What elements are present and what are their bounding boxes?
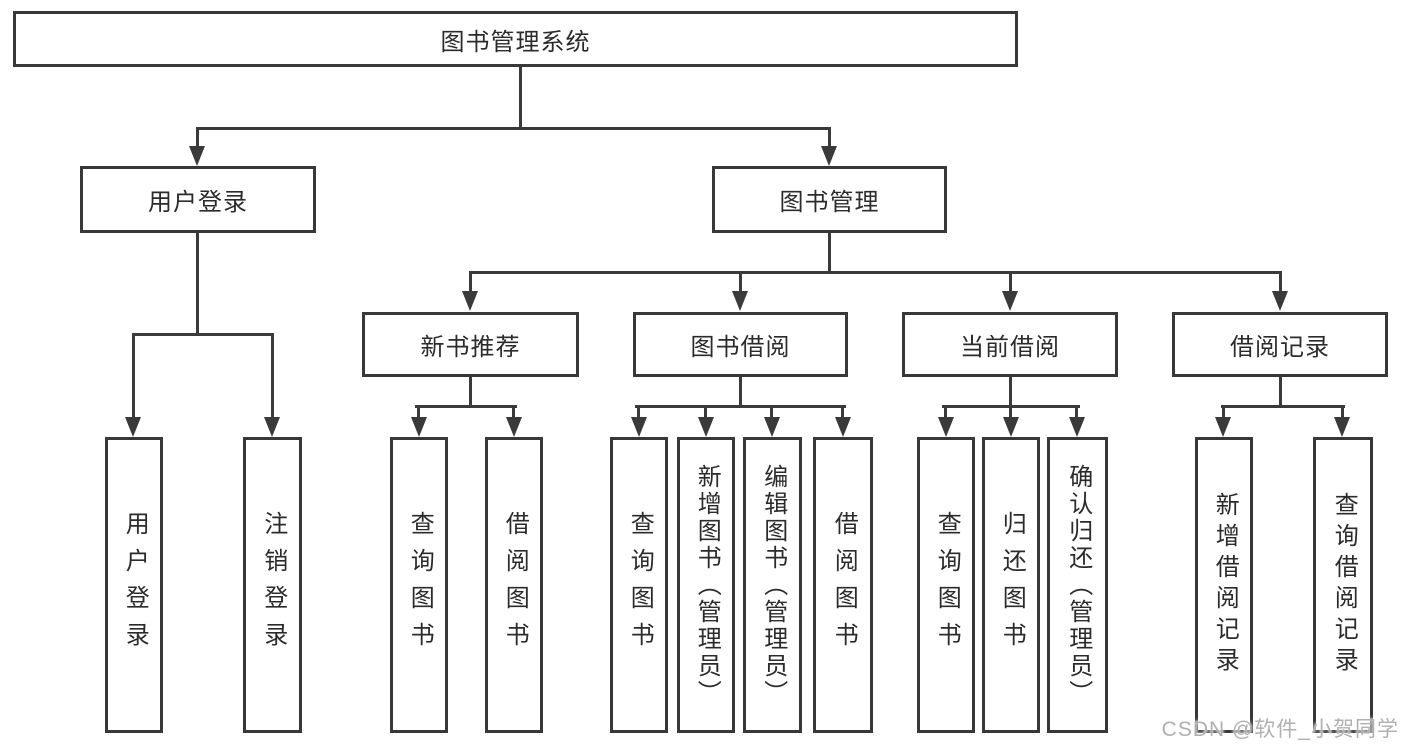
leaf-borrow-books-recommend: 借阅图书: [485, 437, 543, 733]
arrowhead: [938, 417, 954, 437]
leaf-confirm-return-admin: 确认归还（管理员）: [1047, 437, 1108, 733]
leaf-add-book-admin: 新增图书（管理员）: [677, 437, 735, 733]
line: [196, 127, 831, 130]
line: [1221, 405, 1345, 408]
line: [841, 405, 844, 419]
line: [637, 405, 640, 419]
leaf-query-borrow-record-label: 查询借阅记录: [1330, 492, 1358, 678]
leaf-confirm-return-admin-label: 确认归还（管理员）: [1064, 463, 1092, 707]
leaf-edit-book-admin: 编辑图书（管理员）: [743, 437, 802, 733]
node-new-book-recommend-label: 新书推荐: [420, 334, 521, 361]
arrowhead: [264, 417, 280, 437]
line: [1279, 271, 1282, 293]
line: [271, 333, 274, 419]
leaf-logout: 注销登录: [243, 437, 302, 733]
arrowhead: [189, 146, 205, 166]
node-user-login: 用户登录: [80, 166, 316, 233]
leaf-logout-label: 注销登录: [259, 511, 287, 659]
line: [196, 231, 199, 336]
line: [704, 405, 707, 419]
line: [739, 271, 742, 293]
line: [132, 333, 274, 336]
leaf-query-books-recommend-label: 查询图书: [406, 511, 434, 659]
arrowhead: [1215, 417, 1231, 437]
line: [469, 271, 472, 293]
arrowhead: [835, 417, 851, 437]
leaf-add-borrow-record-label: 新增借阅记录: [1211, 492, 1239, 678]
node-root: 图书管理系统: [13, 11, 1018, 67]
csdn-watermark: CSDN @软件_小贺同学: [1161, 718, 1399, 741]
leaf-add-book-admin-label: 新增图书（管理员）: [693, 463, 721, 707]
node-borrow-records: 借阅记录: [1172, 312, 1388, 377]
line: [415, 405, 517, 408]
leaf-query-books-borrowing-label: 查询图书: [626, 511, 654, 659]
line: [944, 405, 947, 419]
line: [1009, 271, 1012, 293]
line: [1222, 405, 1225, 419]
line: [417, 405, 420, 419]
leaf-return-books-label: 归还图书: [998, 511, 1026, 659]
node-current-borrowing-label: 当前借阅: [960, 334, 1060, 361]
line: [635, 405, 846, 408]
leaf-borrow-books-recommend-label: 借阅图书: [501, 511, 529, 659]
leaf-query-borrow-record: 查询借阅记录: [1313, 437, 1373, 733]
node-new-book-recommend: 新书推荐: [362, 312, 579, 377]
leaf-query-books-current-label: 查询图书: [933, 511, 961, 659]
arrowhead: [821, 146, 837, 166]
line: [519, 67, 522, 128]
arrowhead: [631, 417, 647, 437]
line: [132, 333, 135, 419]
node-book-management: 图书管理: [712, 166, 947, 233]
arrowhead: [411, 417, 427, 437]
arrowhead: [506, 417, 522, 437]
line: [469, 375, 472, 408]
arrowhead: [1069, 417, 1085, 437]
arrowhead: [1334, 417, 1350, 437]
line: [1009, 375, 1012, 408]
leaf-borrow-books-borrowing-label: 借阅图书: [830, 511, 858, 659]
line: [469, 271, 1282, 274]
line: [739, 375, 742, 408]
node-book-management-label: 图书管理: [779, 189, 880, 216]
leaf-query-books-borrowing: 查询图书: [610, 437, 668, 733]
line: [770, 405, 773, 419]
line: [828, 127, 831, 148]
node-book-borrowing-label: 图书借阅: [690, 334, 791, 361]
arrowhead: [764, 417, 780, 437]
line: [512, 405, 515, 419]
leaf-add-borrow-record: 新增借阅记录: [1195, 437, 1253, 733]
leaf-query-books-recommend: 查询图书: [390, 437, 448, 733]
arrowhead: [125, 417, 141, 437]
leaf-borrow-books-borrowing: 借阅图书: [813, 437, 873, 733]
node-user-login-label: 用户登录: [148, 189, 248, 216]
line: [1341, 405, 1344, 419]
arrowhead: [1272, 291, 1288, 311]
line: [1075, 405, 1078, 419]
arrowhead: [732, 291, 748, 311]
arrowhead: [462, 291, 478, 311]
arrowhead: [1003, 417, 1019, 437]
line: [1279, 375, 1282, 408]
node-root-label: 图书管理系统: [440, 28, 591, 56]
node-borrow-records-label: 借阅记录: [1230, 334, 1330, 361]
leaf-edit-book-admin-label: 编辑图书（管理员）: [759, 463, 787, 707]
leaf-user-login-label: 用户登录: [121, 511, 149, 659]
arrowhead: [698, 417, 714, 437]
node-current-borrowing: 当前借阅: [902, 312, 1118, 377]
line: [828, 231, 831, 274]
arrowhead: [1002, 291, 1018, 311]
leaf-return-books: 归还图书: [982, 437, 1040, 733]
leaf-query-books-current: 查询图书: [917, 437, 975, 733]
line: [196, 127, 199, 148]
node-book-borrowing: 图书借阅: [633, 312, 848, 377]
line: [1009, 405, 1012, 419]
leaf-user-login: 用户登录: [105, 437, 163, 733]
